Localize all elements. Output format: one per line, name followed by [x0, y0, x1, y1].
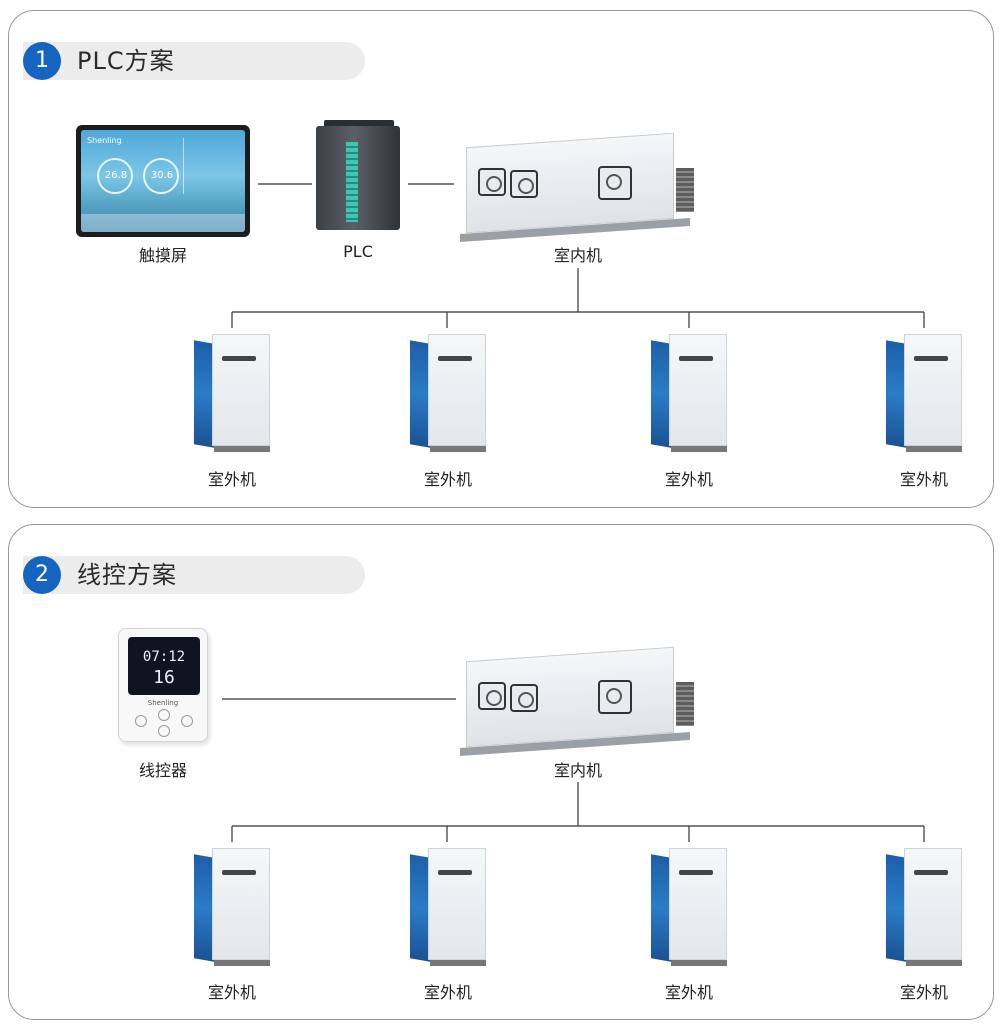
fan-icon — [478, 168, 506, 196]
outdoor-unit-foot — [671, 960, 727, 966]
plc-top — [324, 120, 394, 130]
outdoor-unit-label: 室外机 — [899, 470, 948, 489]
indoor-unit — [458, 128, 698, 243]
brand-logo-icon — [438, 870, 472, 875]
brand-logo-icon — [438, 356, 472, 361]
outdoor-unit-label: 室外机 — [899, 983, 948, 1002]
outdoor-unit-coil — [194, 340, 214, 448]
plc-io-strip — [346, 142, 358, 222]
outdoor-unit-label: 室外机 — [207, 470, 256, 489]
outdoor-unit — [886, 848, 964, 966]
plc-scheme-panel: 1 PLC方案 — [8, 10, 994, 508]
brand-logo-icon — [222, 870, 256, 875]
outdoor-unit — [194, 848, 272, 966]
touchscreen-side-panel — [183, 138, 239, 194]
fan-icon — [478, 682, 506, 710]
outdoor-unit — [410, 334, 488, 452]
section-header-pill — [23, 42, 365, 80]
outdoor-unit — [651, 334, 729, 452]
wire-controller-brand: Shenling — [147, 699, 179, 707]
outdoor-unit-front — [904, 334, 962, 446]
outdoor-unit-foot — [430, 446, 486, 452]
outdoor-unit-foot — [671, 446, 727, 452]
outdoor-unit — [410, 848, 488, 966]
outdoor-unit-coil — [651, 340, 671, 448]
wire-control-scheme-panel: 2 线控方案 — [8, 524, 994, 1020]
section-number-badge: 2 — [23, 556, 61, 594]
fan-icon — [598, 166, 632, 200]
touchscreen-readout-right: 30.6 — [150, 170, 174, 181]
section-number-badge: 1 — [23, 42, 61, 80]
touchscreen-display: Shenling 26.8 30.6 — [81, 130, 245, 232]
outdoor-unit-label: 室外机 — [664, 470, 713, 489]
outdoor-unit-front — [212, 848, 270, 960]
outdoor-unit-foot — [906, 446, 962, 452]
wire-controller-time: 07:12 — [142, 649, 186, 665]
indoor-unit-grille — [676, 168, 694, 212]
outdoor-unit-foot — [214, 960, 270, 966]
outdoor-unit-label: 室外机 — [207, 983, 256, 1002]
brand-logo-icon — [679, 356, 713, 361]
outdoor-unit-coil — [410, 340, 430, 448]
outdoor-unit-foot — [214, 446, 270, 452]
outdoor-unit-label: 室外机 — [664, 983, 713, 1002]
indoor-unit — [458, 642, 698, 757]
fan-icon — [510, 684, 538, 712]
outdoor-unit-front — [428, 334, 486, 446]
wire-controller-button-icon — [158, 709, 170, 721]
wire-controller-label: 线控器 — [138, 761, 187, 780]
outdoor-unit — [651, 848, 729, 966]
outdoor-unit — [886, 334, 964, 452]
wire-controller-temp: 16 — [153, 667, 175, 688]
outdoor-unit-label: 室外机 — [423, 470, 472, 489]
section-header-pill — [23, 556, 365, 594]
outdoor-unit-front — [904, 848, 962, 960]
outdoor-unit-coil — [886, 340, 906, 448]
touchscreen-label: 触摸屏 — [138, 246, 187, 265]
outdoor-unit-coil — [886, 854, 906, 962]
indoor-unit-label: 室内机 — [553, 246, 602, 265]
wire-controller-button-icon — [135, 715, 147, 727]
brand-logo-icon — [222, 356, 256, 361]
outdoor-unit-label: 室外机 — [423, 983, 472, 1002]
outdoor-unit-foot — [906, 960, 962, 966]
touchscreen-device: Shenling 26.8 30.6 — [76, 125, 250, 237]
wire-controller-button-icon — [181, 715, 193, 727]
outdoor-unit-coil — [410, 854, 430, 962]
outdoor-unit-foot — [430, 960, 486, 966]
outdoor-unit — [194, 334, 272, 452]
wire-controller-device: 07:12 16 Shenling — [118, 628, 208, 742]
plc-label: PLC — [343, 242, 373, 261]
indoor-unit-label: 室内机 — [553, 761, 602, 780]
wire-controller-button-icon — [158, 725, 170, 737]
fan-icon — [510, 170, 538, 198]
gauge-icon — [143, 158, 179, 194]
fan-icon — [598, 680, 632, 714]
touchscreen-bottom-bar — [81, 214, 245, 232]
indoor-unit-grille — [676, 682, 694, 726]
gauge-icon — [97, 158, 133, 194]
plc-body — [316, 126, 400, 230]
brand-logo-icon — [914, 356, 948, 361]
touchscreen-readout-left: 26.8 — [104, 170, 128, 181]
plc-device — [316, 120, 400, 230]
outdoor-unit-front — [212, 334, 270, 446]
outdoor-unit-front — [428, 848, 486, 960]
section-title: 线控方案 — [77, 561, 177, 589]
brand-logo-icon — [679, 870, 713, 875]
outdoor-unit-coil — [651, 854, 671, 962]
touchscreen-brand: Shenling — [87, 136, 122, 145]
outdoor-unit-front — [669, 848, 727, 960]
section-title: PLC方案 — [77, 47, 175, 75]
outdoor-unit-coil — [194, 854, 214, 962]
wire-controller-display: 07:12 16 — [128, 637, 200, 695]
outdoor-unit-front — [669, 334, 727, 446]
brand-logo-icon — [914, 870, 948, 875]
